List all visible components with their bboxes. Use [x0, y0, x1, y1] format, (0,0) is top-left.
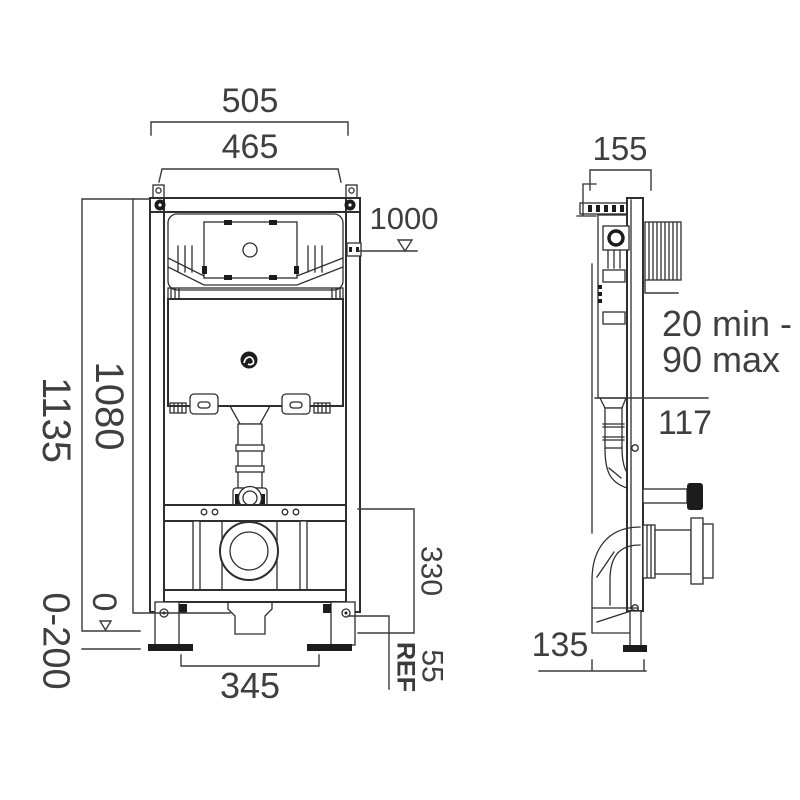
left-leg: [154, 601, 180, 646]
dim-label-330: 330: [415, 546, 448, 596]
fixing-rod: [642, 483, 703, 510]
level-marker-icon: [98, 620, 113, 632]
left-rail: [149, 197, 165, 613]
dim-fixing-width: 465: [158, 128, 342, 183]
flush-valve-button: [240, 351, 258, 369]
panel-opening: [203, 221, 298, 279]
adjustable-legs: [148, 601, 356, 651]
spring-clip-right: [307, 245, 323, 273]
right-rail: [345, 197, 361, 613]
dim-outlet-height: 330: [357, 508, 448, 634]
strut: [299, 520, 308, 591]
front-view: 505 465 1000 1135 1080 0 0-200: [34, 82, 449, 706]
dim-label-155: 155: [592, 130, 647, 167]
side-view: 155 20 min - 90 max 117 135: [532, 130, 792, 672]
dim-label-505: 505: [222, 82, 279, 120]
rail-profile: [626, 197, 644, 612]
dim-overall-width: 505: [150, 82, 349, 136]
flush-pipe-profile: [599, 397, 628, 489]
foot-plate: [623, 645, 647, 652]
dim-floor-level: 0 0-200: [35, 592, 141, 690]
dim-outlet-projection: 117: [594, 397, 712, 442]
cistern-tank: [167, 298, 344, 415]
dim-label-1135: 1135: [34, 377, 78, 463]
brand-logo-icon: [243, 356, 255, 366]
spring-clip-left: [177, 245, 193, 273]
right-leg: [330, 601, 356, 646]
dim-label-finish-range-1: 20 min -: [662, 303, 792, 344]
dim-base-width: 345: [180, 654, 320, 706]
dim-label-135: 135: [532, 626, 589, 664]
side-leg: [623, 610, 647, 652]
wall-bracket: [576, 183, 631, 217]
upper-crossbar: [163, 504, 347, 522]
dim-label-345: 345: [220, 665, 280, 706]
foot-plate: [148, 644, 193, 651]
cistern-profile: [597, 214, 630, 399]
dim-base-depth: 135: [532, 626, 647, 672]
dim-ref: 55 REF: [347, 615, 449, 692]
wc-outlet: [219, 521, 279, 581]
dim-frame-height: 1080: [87, 198, 231, 614]
dim-label-ref: REF: [391, 642, 419, 692]
dim-label-finish-range-2: 90 max: [662, 339, 780, 380]
flush-pipe: [229, 405, 271, 512]
foot-plate: [307, 644, 352, 651]
dim-overall-height: 1135: [34, 198, 151, 632]
inlet-valve-icon: [607, 229, 625, 247]
rod-cap: [687, 483, 703, 510]
hanger-tabs: [152, 184, 358, 199]
strut: [192, 520, 201, 591]
outlet-box: [227, 601, 273, 635]
dim-label-55: 55: [416, 649, 449, 682]
pan-connector: [642, 517, 714, 585]
panel-hole: [242, 242, 258, 258]
dim-frame-depth: 155: [589, 130, 652, 191]
dim-label-1080: 1080: [87, 362, 131, 451]
connector-flange: [690, 517, 704, 585]
dim-label-1000: 1000: [370, 201, 439, 236]
rail-clip: [346, 242, 362, 257]
top-crossbar: [149, 197, 361, 213]
dim-label-0-200: 0-200: [35, 592, 77, 689]
pan-fixing-zone: [163, 504, 347, 603]
dim-label-0: 0: [85, 593, 123, 612]
dim-label-117: 117: [658, 404, 712, 442]
flush-plate-duct: [644, 221, 682, 294]
lower-crossbar: [163, 589, 347, 603]
level-marker-icon: [396, 239, 414, 253]
access-panel: [167, 213, 344, 300]
dim-level-1000: 1000: [357, 201, 439, 253]
fixing-clip-right: [281, 393, 311, 415]
dim-finish-range: 20 min - 90 max: [662, 303, 792, 380]
fixing-clip-left: [189, 393, 219, 415]
dim-label-465: 465: [222, 128, 279, 166]
